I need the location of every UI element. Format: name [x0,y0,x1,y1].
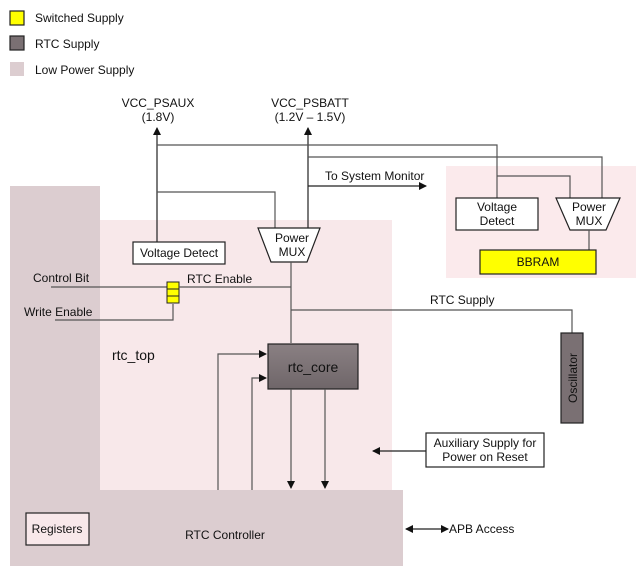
psbatt-rail [308,156,603,198]
vcc-psbatt-label: VCC_PSBATT [271,96,349,110]
rtc-enable-label: RTC Enable [187,272,252,286]
vcc-psbatt-voltage: (1.2V – 1.5V) [275,110,346,124]
psaux-rail [157,144,498,198]
aux-supply-block [425,432,545,468]
vcc-psaux-voltage: (1.8V) [142,110,175,124]
legend-label-switched: Switched Supply [35,11,124,25]
apb-access-label: APB Access [449,522,514,536]
registers-block [25,512,90,546]
vcc-psaux-label: VCC_PSAUX [122,96,195,110]
write-enable-label: Write Enable [24,305,93,319]
oscillator-block [560,332,584,424]
rtc-core-block [267,343,359,390]
rtc-top-label: rtc_top [112,347,155,363]
power-mux-bbram-label-2: MUX [576,214,603,228]
to-system-monitor-label: To System Monitor [325,169,424,183]
voltage-detect-bbram [455,197,539,231]
legend-swatch-rtc [9,35,25,51]
write-enable-line [55,304,174,321]
power-mux-bbram-label-1: Power [572,200,606,214]
rtc-supply-line [291,309,573,333]
oscillator-label: Oscillator [566,353,580,403]
enable-latch [166,281,180,304]
voltage-detect-main-label: Voltage Detect [140,246,219,260]
power-mux-bbram [555,197,621,231]
control-bit-label: Control Bit [33,271,90,285]
rtc-supply-label: RTC Supply [430,293,494,307]
legend-label-rtc: RTC Supply [35,37,99,51]
legend-swatch-switched [9,10,25,26]
legend: Switched Supply RTC Supply Low Power Sup… [9,10,134,77]
core-input-2 [251,374,267,490]
bbram-label: BBRAM [517,255,560,269]
aux-supply-label-2: Power on Reset [442,450,528,464]
psaux-to-mux-bbram [497,175,571,198]
registers-label: Registers [32,522,83,536]
bbram-block [479,249,597,275]
power-mux-main-label-2: MUX [279,245,306,259]
voltage-detect-main [132,241,226,265]
rtc-core-label: rtc_core [288,359,339,375]
core-input-1 [217,350,267,490]
aux-supply-label-1: Auxiliary Supply for [434,436,537,450]
psaux-to-mux-main [157,191,276,228]
rtc-controller-label: RTC Controller [185,528,265,542]
voltage-detect-bbram-label-1: Voltage [477,200,517,214]
legend-swatch-low-power [10,62,24,76]
legend-label-low-power: Low Power Supply [35,63,134,77]
voltage-detect-bbram-label-2: Detect [480,214,515,228]
power-mux-main [257,227,321,263]
power-mux-main-label-1: Power [275,231,309,245]
